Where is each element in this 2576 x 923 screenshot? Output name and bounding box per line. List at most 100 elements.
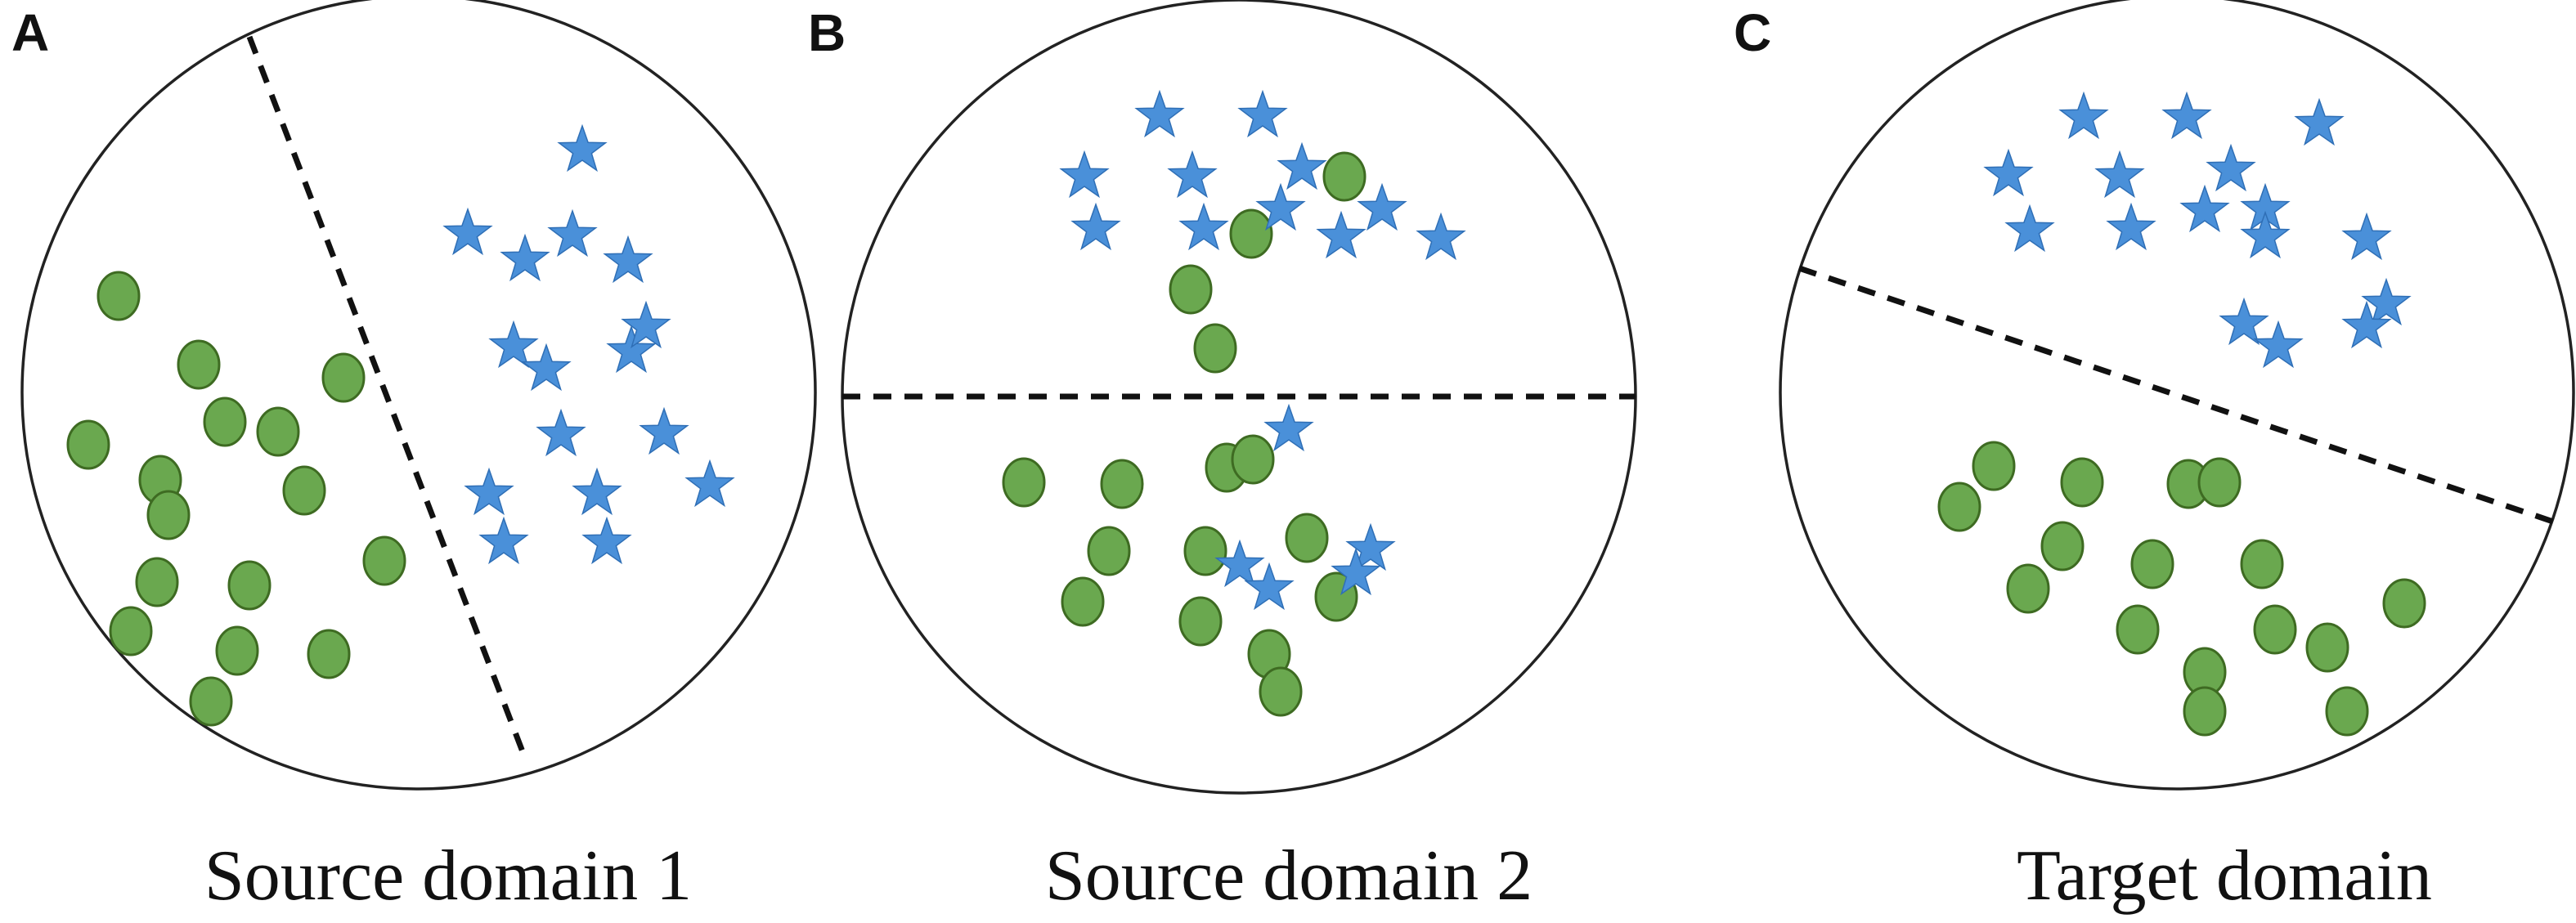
domain-circle-c bbox=[1779, 0, 2575, 791]
blue-star-icon bbox=[1178, 202, 1229, 251]
caption-c: Target domain bbox=[2017, 836, 2432, 916]
green-circle-icon bbox=[282, 465, 326, 516]
blue-star-icon bbox=[1059, 150, 1110, 199]
green-circle-icon bbox=[1193, 323, 1237, 374]
blue-star-icon bbox=[2094, 150, 2145, 199]
green-circle-icon bbox=[2197, 457, 2242, 508]
caption-b: Source domain 2 bbox=[1045, 836, 1533, 916]
green-circle-icon bbox=[2040, 521, 2085, 571]
green-circle-icon bbox=[96, 271, 141, 321]
green-circle-icon bbox=[2183, 686, 2227, 737]
blue-star-icon bbox=[1167, 150, 1218, 199]
blue-star-icon bbox=[639, 406, 689, 455]
blue-star-icon bbox=[1134, 89, 1185, 138]
blue-star-icon bbox=[603, 235, 653, 284]
green-circle-icon bbox=[189, 676, 233, 727]
green-circle-icon bbox=[321, 352, 366, 403]
green-circle-icon bbox=[146, 490, 191, 540]
decision-boundary-a bbox=[246, 35, 527, 755]
green-circle-icon bbox=[1169, 264, 1213, 315]
blue-star-icon bbox=[2341, 300, 2392, 349]
blue-star-icon bbox=[536, 408, 586, 457]
blue-star-icon bbox=[2341, 212, 2392, 261]
blue-star-icon bbox=[2004, 204, 2055, 253]
caption-a: Source domain 1 bbox=[204, 836, 692, 916]
green-circle-icon bbox=[2130, 539, 2174, 589]
blue-star-icon bbox=[478, 516, 529, 565]
green-circle-icon bbox=[1285, 513, 1329, 563]
green-circle-icon bbox=[307, 629, 351, 679]
panel-a: A Source domain 1 bbox=[11, 0, 817, 916]
green-circle-icon bbox=[362, 535, 406, 586]
green-circle-icon bbox=[2060, 457, 2104, 508]
green-circle-icon bbox=[1259, 666, 1303, 717]
green-circle-icon bbox=[1229, 208, 1273, 259]
blue-star-icon bbox=[442, 207, 493, 256]
blue-star-icon bbox=[1244, 562, 1295, 611]
green-circle-icon bbox=[1002, 457, 1046, 508]
blue-star-icon bbox=[2106, 202, 2156, 251]
blue-star-icon bbox=[2294, 97, 2345, 146]
blue-star-icon bbox=[1416, 212, 1466, 261]
panel-letter-a: A bbox=[11, 3, 49, 62]
blue-star-icon bbox=[547, 208, 598, 258]
blue-star-icon bbox=[1345, 522, 1396, 571]
blue-star-icon bbox=[684, 459, 735, 508]
blue-star-icon bbox=[581, 516, 632, 565]
green-circle-icon bbox=[2240, 539, 2284, 589]
blue-star-icon bbox=[1983, 148, 2034, 197]
green-circle-icon bbox=[135, 557, 179, 607]
panel-b: B Source domain 2 bbox=[808, 0, 1637, 916]
green-circle-icon bbox=[256, 406, 300, 457]
blue-star-icon bbox=[464, 467, 514, 516]
markers-c bbox=[1937, 91, 2426, 737]
green-circle-icon bbox=[66, 419, 110, 470]
blue-star-icon bbox=[2361, 277, 2412, 326]
blue-star-icon bbox=[1237, 89, 1288, 138]
green-circle-icon bbox=[2116, 604, 2160, 655]
blue-star-icon bbox=[2161, 91, 2212, 140]
blue-star-icon bbox=[488, 320, 539, 369]
green-circle-icon bbox=[203, 397, 247, 447]
blue-star-icon bbox=[500, 233, 550, 282]
blue-star-icon bbox=[1357, 182, 1407, 231]
blue-star-icon bbox=[606, 325, 657, 374]
green-circle-icon bbox=[2305, 622, 2349, 673]
green-circle-icon bbox=[177, 339, 221, 390]
decision-boundary-c bbox=[1797, 265, 2560, 526]
green-circle-icon bbox=[1100, 459, 1144, 509]
domain-circle-b bbox=[841, 0, 1637, 795]
blue-star-icon bbox=[521, 343, 572, 392]
blue-star-icon bbox=[572, 467, 622, 516]
markers-b bbox=[1002, 89, 1466, 717]
blue-star-icon bbox=[1070, 202, 1121, 251]
green-circle-icon bbox=[2006, 563, 2050, 614]
green-circle-icon bbox=[1183, 526, 1227, 576]
green-circle-icon bbox=[215, 625, 259, 676]
green-circle-icon bbox=[227, 560, 272, 611]
blue-star-icon bbox=[621, 300, 671, 349]
domain-circle-a bbox=[20, 0, 817, 791]
blue-star-icon bbox=[1277, 141, 1327, 190]
blue-star-icon bbox=[2058, 91, 2109, 140]
blue-star-icon bbox=[1316, 210, 1367, 259]
green-circle-icon bbox=[109, 606, 153, 656]
blue-star-icon bbox=[557, 123, 608, 173]
green-circle-icon bbox=[2325, 686, 2369, 737]
blue-star-icon bbox=[2253, 320, 2304, 369]
green-circle-icon bbox=[2382, 578, 2426, 629]
blue-star-icon bbox=[2219, 297, 2269, 346]
green-circle-icon bbox=[1178, 596, 1223, 647]
blue-star-icon bbox=[2206, 143, 2256, 192]
green-circle-icon bbox=[1087, 526, 1131, 576]
green-circle-icon bbox=[1231, 434, 1275, 485]
blue-star-icon bbox=[1263, 403, 1314, 452]
green-circle-icon bbox=[1322, 151, 1367, 202]
green-circle-icon bbox=[1972, 441, 2016, 491]
green-circle-icon bbox=[2253, 604, 2297, 655]
panel-letter-b: B bbox=[808, 3, 846, 62]
blue-star-icon bbox=[1255, 182, 1306, 231]
blue-star-icon bbox=[2179, 184, 2230, 233]
blue-star-icon bbox=[1214, 539, 1265, 588]
